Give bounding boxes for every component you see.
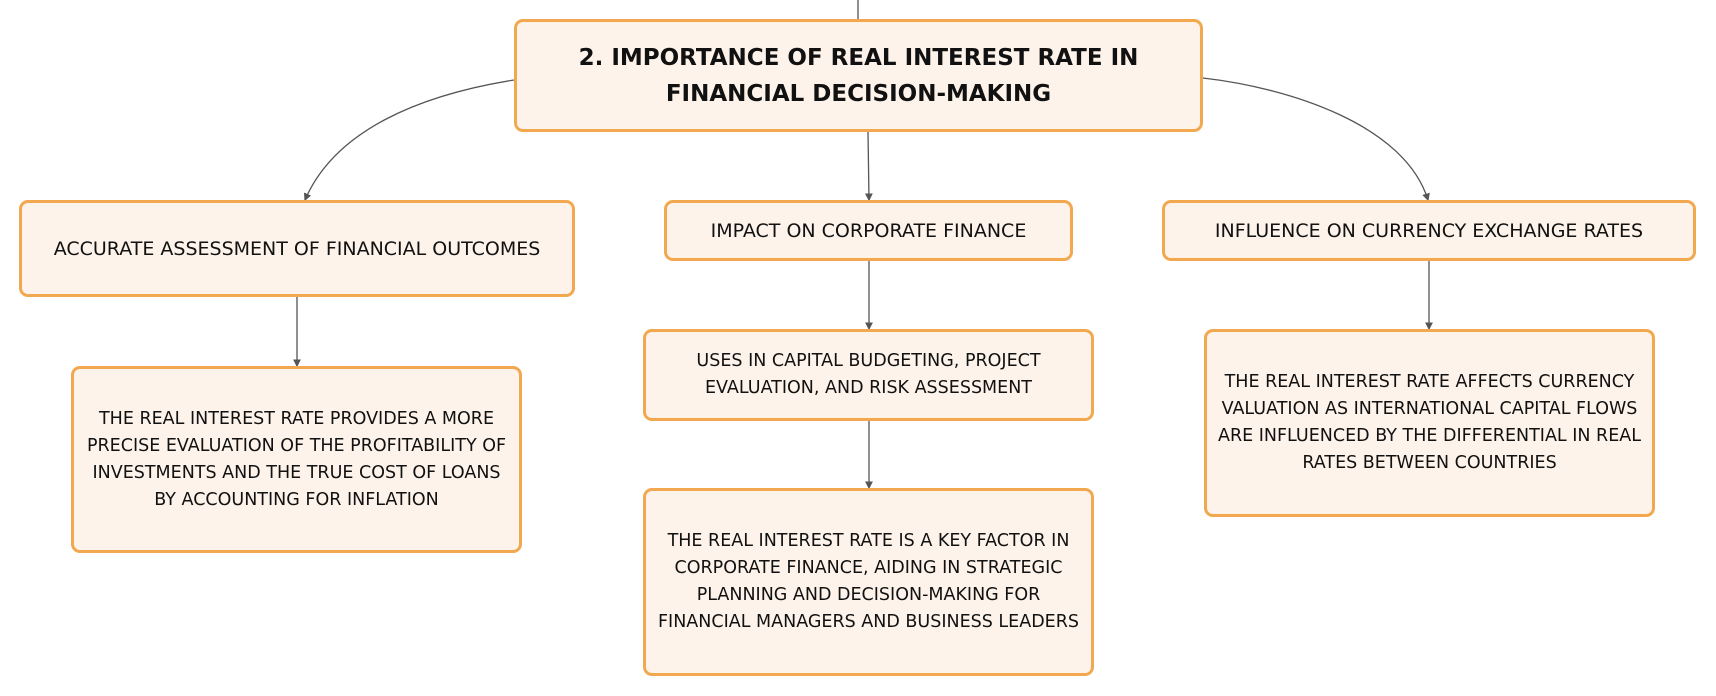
branch-currency-exchange-label: INFLUENCE ON CURRENCY EXCHANGE RATES: [1214, 219, 1644, 242]
detail-corporate-finance-node[interactable]: THE REAL INTEREST RATE IS A KEY FACTOR I…: [643, 488, 1094, 676]
branch-currency-exchange-node[interactable]: INFLUENCE ON CURRENCY EXCHANGE RATES: [1162, 200, 1696, 261]
detail-accurate-assessment-text: THE REAL INTEREST RATE PROVIDES A MORE P…: [86, 408, 507, 510]
connector-root-to-branch-a: [303, 79, 515, 202]
detail-accurate-assessment-node[interactable]: THE REAL INTEREST RATE PROVIDES A MORE P…: [71, 366, 522, 553]
branch-corporate-finance-label: IMPACT ON CORPORATE FINANCE: [710, 219, 1027, 242]
detail-currency-valuation-node[interactable]: THE REAL INTEREST RATE AFFECTS CURRENCY …: [1204, 329, 1655, 517]
branch-corporate-finance-node[interactable]: IMPACT ON CORPORATE FINANCE: [664, 200, 1073, 261]
root-topic-label: 2. IMPORTANCE OF REAL INTEREST RATE IN F…: [578, 44, 1139, 107]
connector-root-to-branch-c: [1202, 77, 1430, 202]
branch-accurate-assessment-label: ACCURATE ASSESSMENT OF FINANCIAL OUTCOME…: [53, 237, 541, 260]
branch-accurate-assessment-node[interactable]: ACCURATE ASSESSMENT OF FINANCIAL OUTCOME…: [19, 200, 575, 297]
root-topic-node[interactable]: 2. IMPORTANCE OF REAL INTEREST RATE IN F…: [514, 19, 1203, 132]
detail-corporate-finance-text: THE REAL INTEREST RATE IS A KEY FACTOR I…: [657, 531, 1079, 632]
detail-currency-valuation-text: THE REAL INTEREST RATE AFFECTS CURRENCY …: [1217, 372, 1641, 473]
detail-capital-budgeting-text: USES IN CAPITAL BUDGETING, PROJECT EVALU…: [696, 351, 1041, 398]
connector-root-to-branch-b: [865, 131, 873, 202]
detail-capital-budgeting-node[interactable]: USES IN CAPITAL BUDGETING, PROJECT EVALU…: [643, 329, 1094, 421]
